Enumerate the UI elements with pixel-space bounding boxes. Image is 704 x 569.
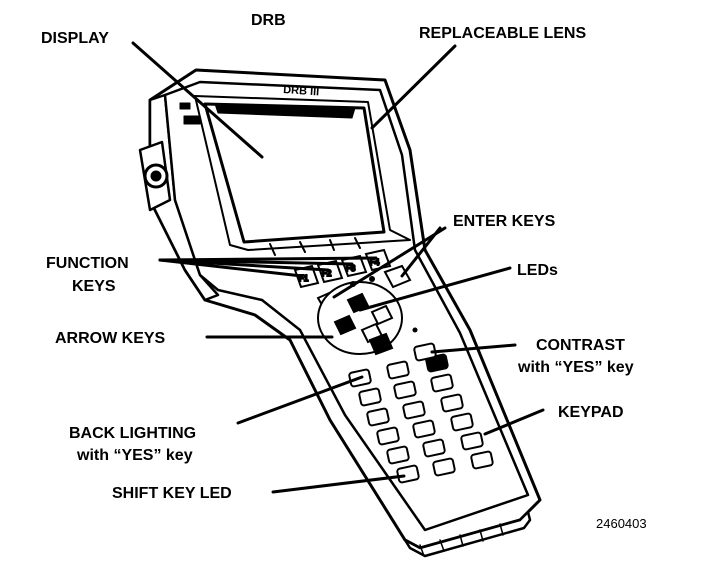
function-keys: F1 F2 F3 F4 [293,248,392,289]
function-key-f4-label: F4 [370,258,380,267]
leader-back-lighting [236,375,364,425]
led-indicator [412,327,418,333]
arrow-up-key[interactable] [346,292,370,314]
keypad-key[interactable] [366,407,390,427]
label-leds: LEDs [517,262,558,279]
display-top-bar [214,103,356,119]
label-enter-keys: ENTER KEYS [453,213,556,230]
device-label: DRB III [283,84,320,98]
keypad-key[interactable] [386,445,410,465]
keypad-key[interactable] [402,400,426,420]
keypad-key[interactable] [460,431,484,451]
shift-key[interactable] [396,464,420,484]
leader-shift-key [271,474,406,494]
label-replaceable-lens: REPLACEABLE LENS [419,25,586,42]
label-back-lighting-line2: with “YES” key [76,447,193,464]
arrow-key-cluster [316,264,412,356]
side-indicator [183,115,201,125]
leader-contrast [430,343,517,354]
function-key-f3-label: F3 [346,264,356,273]
base-ridges [419,523,504,557]
label-arrow-keys: ARROW KEYS [55,330,166,347]
keypad-key[interactable] [470,450,494,470]
leader-display [131,41,264,159]
function-key-f1-label: F1 [299,274,309,283]
diagram-title: DRB [251,12,286,29]
keypad-key[interactable] [422,438,446,458]
bottom-connector [403,510,532,558]
function-tab-dividers [269,237,361,256]
side-indicator [179,102,191,110]
leader-enter-left [332,226,447,299]
keypad-key[interactable] [358,387,382,407]
label-back-lighting-line1: BACK LIGHTING [69,425,196,442]
label-contrast-line1: CONTRAST [536,337,625,354]
keypad-key[interactable] [450,412,474,432]
bezel-line [261,299,346,416]
label-keypad: KEYPAD [558,404,624,421]
keypad [348,342,494,484]
enter-key-right[interactable] [383,264,412,289]
label-function-keys-line1: FUNCTION [46,255,129,272]
arrow-right-key[interactable] [370,304,394,326]
leader-lens [370,44,457,130]
leader-leds [358,266,512,312]
label-display: DISPLAY [41,30,109,47]
keypad-key[interactable] [412,419,436,439]
contrast-yes-key[interactable] [413,342,437,362]
keypad-key[interactable] [386,360,410,380]
led-indicator [369,276,375,282]
drb-device [138,68,542,558]
leader-keypad [483,408,545,436]
keypad-key[interactable] [376,426,400,446]
label-shift-key-led: SHIFT KEY LED [112,485,232,502]
leader-function-f4 [158,256,378,262]
keypad-key[interactable] [430,373,454,393]
label-function-keys-line2: KEYS [72,278,116,295]
function-key-f2-label: F2 [322,269,332,278]
arrow-enter-key[interactable] [368,332,394,356]
leader-lines [131,41,545,494]
figure-number: 2460403 [596,516,647,531]
label-contrast-line2: with “YES” key [517,359,634,376]
keypad-key[interactable] [393,380,417,400]
connector-pin [150,170,162,182]
arrow-left-key[interactable] [333,314,357,336]
keypad-key[interactable] [440,393,464,413]
keypad-key[interactable] [432,457,456,477]
